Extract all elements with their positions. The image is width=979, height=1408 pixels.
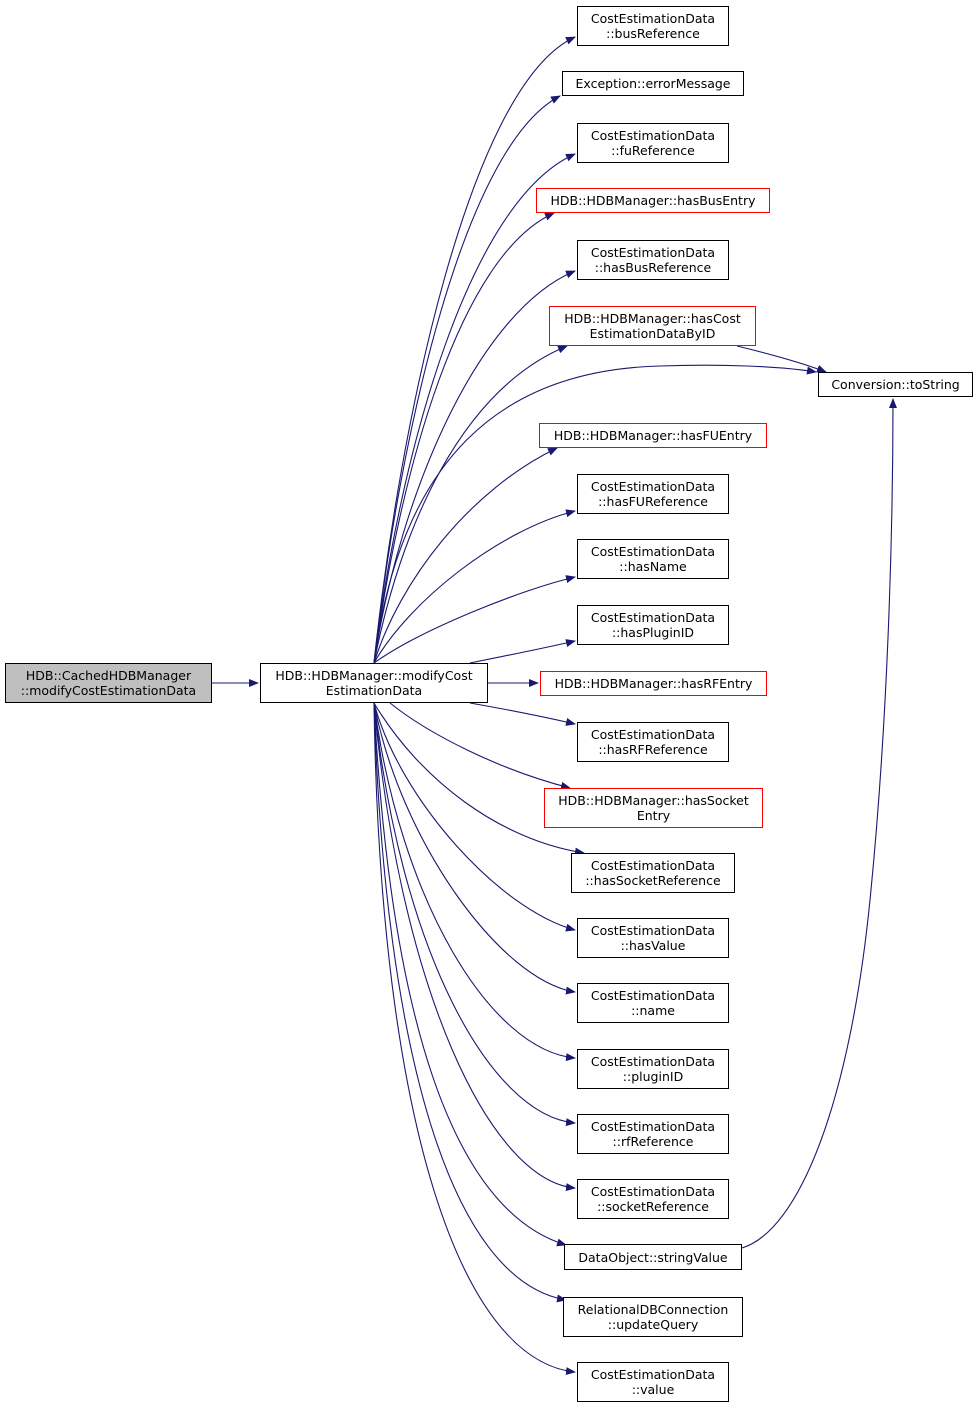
node-label-line: HDB::CachedHDBManager <box>25 668 192 683</box>
node-label-line: ::pluginID <box>622 1069 684 1084</box>
edge-to-update-query <box>373 702 567 1303</box>
edge-has-cost-by-id-to-to-string <box>736 345 827 373</box>
node-label-line: Conversion::toString <box>831 377 960 392</box>
node-label-line: CostEstimationData <box>590 128 716 143</box>
node-bus-reference[interactable]: CostEstimationData ::busReference <box>577 6 729 46</box>
node-label-line: HDB::HDBManager::modifyCost <box>275 668 473 683</box>
node-label-line: ::value <box>631 1382 675 1397</box>
node-label-line: ::hasSocketReference <box>585 873 721 888</box>
node-has-socket-reference[interactable]: CostEstimationData ::hasSocketReference <box>571 853 735 893</box>
edge-string-value-to-to-string <box>741 398 897 1249</box>
node-plugin-id[interactable]: CostEstimationData ::pluginID <box>577 1049 729 1089</box>
node-has-socket-entry[interactable]: HDB::HDBManager::hasSocket Entry <box>544 788 763 828</box>
edge-to-has-value <box>373 702 576 932</box>
node-label-line: ::hasBusReference <box>594 260 712 275</box>
edge-to-has-fu-reference <box>373 509 576 664</box>
node-label-line: HDB::HDBManager::hasBusEntry <box>550 193 756 208</box>
node-label-line: CostEstimationData <box>590 1054 716 1069</box>
edge-to-bus-reference <box>373 36 576 664</box>
node-label-line: CostEstimationData <box>590 1184 716 1199</box>
edge-to-has-name <box>373 575 576 664</box>
node-label-line: Exception::errorMessage <box>575 76 731 91</box>
edge-to-has-socket-reference <box>373 702 585 856</box>
edge-to-fu-reference <box>373 153 576 664</box>
node-conversion-to-string[interactable]: Conversion::toString <box>818 372 973 397</box>
node-label-line: EstimationData <box>325 683 423 698</box>
node-socket-reference[interactable]: CostEstimationData ::socketReference <box>577 1179 729 1219</box>
node-label-line: ::socketReference <box>597 1199 709 1214</box>
node-label-line: HDB::HDBManager::hasFUEntry <box>553 428 753 443</box>
node-label-line: CostEstimationData <box>590 988 716 1003</box>
node-hdb-manager-modify-cost-estimation-data[interactable]: HDB::HDBManager::modifyCost EstimationDa… <box>260 663 488 703</box>
edge-to-has-rf-reference <box>469 702 576 726</box>
node-label-line: EstimationDataByID <box>589 326 716 341</box>
node-label-line: ::hasRFReference <box>598 742 708 757</box>
node-label-line: ::hasPluginID <box>611 625 695 640</box>
node-label-line: ::updateQuery <box>607 1317 699 1332</box>
node-label-line: CostEstimationData <box>590 544 716 559</box>
node-has-fu-entry[interactable]: HDB::HDBManager::hasFUEntry <box>539 423 767 448</box>
node-has-rf-reference[interactable]: CostEstimationData ::hasRFReference <box>577 722 729 762</box>
node-label-line: ::fuReference <box>611 143 695 158</box>
edge-to-plugin-id <box>373 702 576 1062</box>
node-label-line: CostEstimationData <box>590 610 716 625</box>
node-name[interactable]: CostEstimationData ::name <box>577 983 729 1023</box>
node-label-line: ::hasName <box>619 559 687 574</box>
edge-to-value <box>373 702 576 1376</box>
node-cached-hdb-manager-modify-cost-estimation-data: HDB::CachedHDBManager ::modifyCostEstima… <box>5 663 212 703</box>
node-value[interactable]: CostEstimationData ::value <box>577 1362 729 1402</box>
node-label-line: Entry <box>636 808 671 823</box>
node-has-name[interactable]: CostEstimationData ::hasName <box>577 539 729 579</box>
edge-to-has-socket-entry <box>389 702 571 790</box>
node-label-line: CostEstimationData <box>590 11 716 26</box>
node-fu-reference[interactable]: CostEstimationData ::fuReference <box>577 123 729 163</box>
node-label-line: ::hasValue <box>620 938 686 953</box>
node-label-line: CostEstimationData <box>590 479 716 494</box>
node-has-cost-estimation-data-by-id[interactable]: HDB::HDBManager::hasCost EstimationDataB… <box>549 306 756 346</box>
node-has-fu-reference[interactable]: CostEstimationData ::hasFUReference <box>577 474 729 514</box>
edge-to-error-message <box>373 95 561 664</box>
node-label-line: CostEstimationData <box>590 1119 716 1134</box>
node-string-value[interactable]: DataObject::stringValue <box>564 1244 742 1270</box>
node-has-value[interactable]: CostEstimationData ::hasValue <box>577 918 729 958</box>
node-label-line: ::hasFUReference <box>598 494 708 509</box>
node-label-line: ::modifyCostEstimationData <box>20 683 197 698</box>
node-label-line: CostEstimationData <box>590 727 716 742</box>
node-label-line: HDB::HDBManager::hasCost <box>564 311 741 326</box>
node-label-line: DataObject::stringValue <box>578 1249 728 1265</box>
node-error-message[interactable]: Exception::errorMessage <box>562 71 744 96</box>
node-label-line: CostEstimationData <box>590 858 716 873</box>
node-rf-reference[interactable]: CostEstimationData ::rfReference <box>577 1114 729 1154</box>
node-has-plugin-id[interactable]: CostEstimationData ::hasPluginID <box>577 605 729 645</box>
node-label-line: ::rfReference <box>612 1134 694 1149</box>
node-label-line: HDB::HDBManager::hasSocket <box>558 793 749 808</box>
node-label-line: ::name <box>631 1003 675 1018</box>
node-has-bus-reference[interactable]: CostEstimationData ::hasBusReference <box>577 240 729 280</box>
edge-to-has-plugin-id <box>469 639 576 664</box>
edge-to-rf-reference <box>373 702 576 1127</box>
edge-to-has-bus-entry <box>373 212 555 664</box>
edge-to-to-string-direct <box>373 364 817 664</box>
edge-to-socket-reference <box>373 702 576 1192</box>
node-label-line: HDB::HDBManager::hasRFEntry <box>554 676 753 691</box>
edge-to-has-fu-entry <box>373 447 558 664</box>
node-label-line: CostEstimationData <box>590 923 716 938</box>
node-has-rf-entry[interactable]: HDB::HDBManager::hasRFEntry <box>540 671 767 696</box>
node-has-bus-entry[interactable]: HDB::HDBManager::hasBusEntry <box>536 188 770 213</box>
node-label-line: CostEstimationData <box>590 245 716 260</box>
node-label-line: ::busReference <box>606 26 700 41</box>
node-label-line: RelationalDBConnection <box>577 1302 729 1317</box>
edge-to-name <box>373 702 576 995</box>
node-label-line: CostEstimationData <box>590 1367 716 1382</box>
edge-to-string-value <box>373 702 567 1247</box>
node-update-query[interactable]: RelationalDBConnection ::updateQuery <box>563 1297 743 1337</box>
